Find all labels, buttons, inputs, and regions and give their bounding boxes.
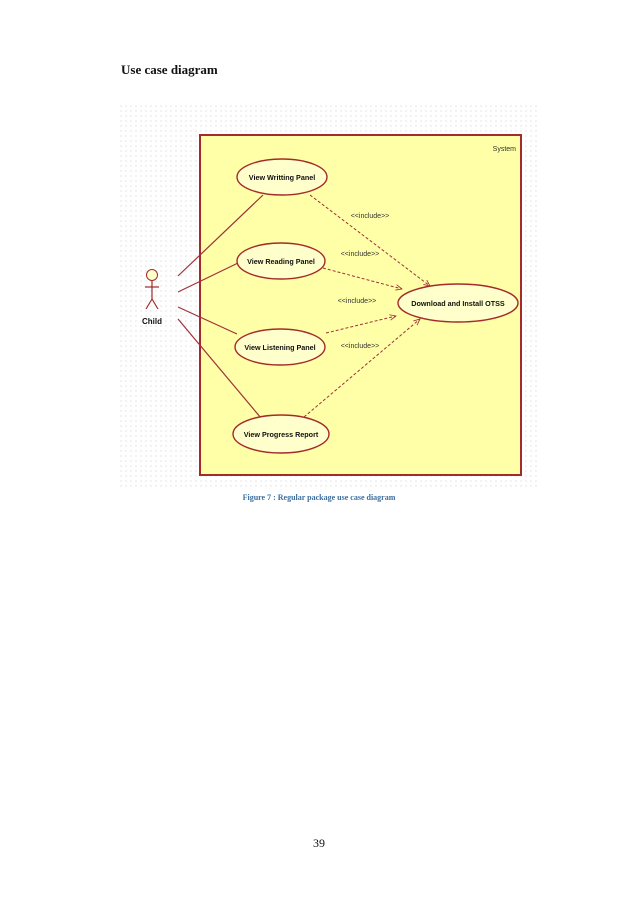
usecase-writing-label: View Writting Panel	[249, 173, 315, 182]
usecase-progress-label: View Progress Report	[244, 430, 319, 439]
include-writing-to-download	[309, 194, 430, 286]
section-heading: Use case diagram	[121, 62, 218, 77]
usecase-listening: View Listening Panel	[234, 328, 326, 366]
usecase-download-label: Download and Install OTSS	[411, 299, 505, 308]
association-progress	[177, 318, 262, 419]
association-reading	[177, 262, 239, 293]
actor-child: Child	[142, 269, 162, 326]
include-label-listening: <<include>>	[338, 298, 377, 305]
page-number: 39	[313, 836, 325, 850]
include-label-reading: <<include>>	[341, 251, 380, 258]
include-label-progress: <<include>>	[341, 343, 380, 350]
system-label: System	[493, 146, 517, 153]
include-label-writing: <<include>>	[351, 213, 390, 220]
association-listening	[177, 306, 238, 335]
usecase-reading: View Reading Panel	[236, 242, 326, 280]
actor-head	[146, 269, 158, 281]
usecase-listening-label: View Listening Panel	[244, 343, 315, 352]
actor-right-leg	[151, 298, 159, 310]
usecase-download: Download and Install OTSS	[397, 283, 519, 323]
association-writing	[177, 194, 264, 277]
include-reading-to-download	[322, 267, 402, 289]
usecase-reading-label: View Reading Panel	[247, 257, 315, 266]
figure-caption: Figure 7 : Regular package use case diag…	[242, 493, 396, 502]
include-progress-to-download	[303, 319, 420, 418]
usecase-writing: View Writting Panel	[236, 158, 328, 196]
usecase-progress: View Progress Report	[232, 414, 330, 454]
actor-name: Child	[142, 317, 162, 326]
include-listening-to-download	[325, 316, 396, 334]
actor-left-leg	[145, 298, 153, 310]
use-case-diagram: System Child <<include>> <<include>> <<i…	[120, 105, 540, 487]
